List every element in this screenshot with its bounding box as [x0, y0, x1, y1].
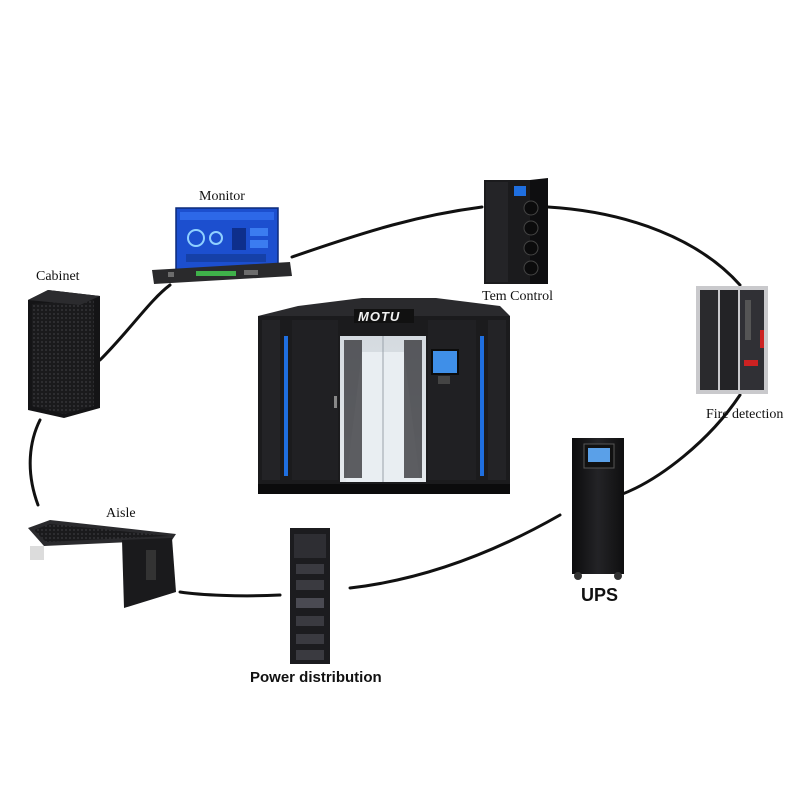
aisle-label: Aisle: [106, 506, 136, 521]
power-distribution-label: Power distribution: [250, 669, 382, 686]
tem-control-label: Tem Control: [482, 289, 553, 304]
ups-label: UPS: [581, 585, 619, 605]
monitor-illustration: [152, 207, 292, 284]
fire-detection-illustration: [696, 286, 768, 394]
power-distribution-illustration: [290, 528, 330, 664]
cabinet-label: Cabinet: [36, 269, 80, 284]
fire-detection-label: Fire detection: [706, 407, 784, 422]
monitor-label: Monitor: [199, 189, 245, 204]
datacenter-illustration: [258, 298, 510, 494]
aisle-illustration: [28, 520, 176, 608]
brand-logo: MOTU: [358, 309, 401, 324]
tem-control-illustration: [484, 178, 548, 284]
cabinet-illustration: [28, 290, 100, 418]
connection-ring: [28, 205, 742, 598]
ups-illustration: [572, 438, 624, 580]
